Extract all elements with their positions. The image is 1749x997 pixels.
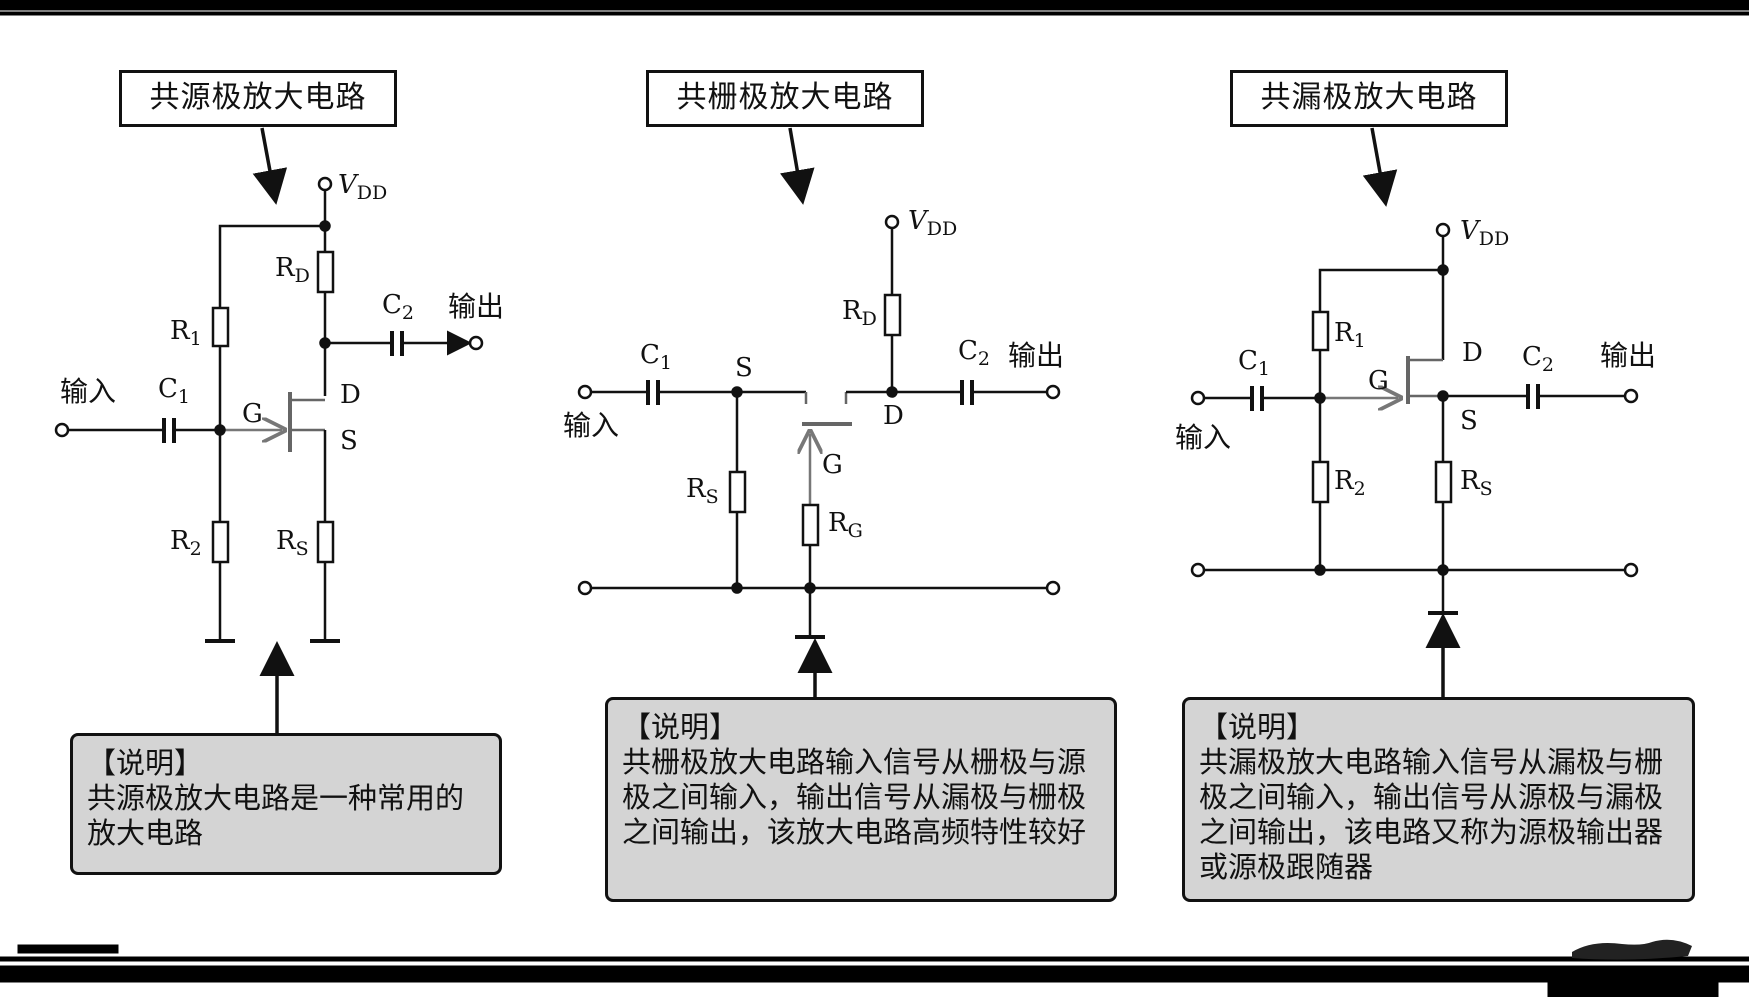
panel-2-g-label: G [822,450,843,480]
panel-2-note-header: 【说明】 [622,710,739,744]
panel-1-s-label: S [340,426,358,456]
panel-1-g-label: G [242,399,263,429]
panel-3-c1-label: C1 [1238,346,1270,380]
corner-mark [1572,939,1692,960]
panel-2-d-label: D [883,401,904,431]
panel-1-r2-label: R2 [170,526,202,560]
panel-3-rs-label: RS [1460,466,1493,500]
panel-3-g-label: G [1368,366,1389,396]
panel-1-note-header: 【说明】 [87,746,204,780]
panel-2-input-label: 输入 [563,409,620,442]
panel-3-c2-label: C2 [1522,342,1554,376]
panel-2-c2-label: C2 [958,336,990,370]
panel-1-vdd-label: VDD [338,170,388,204]
panel-1-c2-label: C2 [382,290,414,324]
panel-3-input-label: 输入 [1175,421,1232,454]
panel-3-d-label: D [1462,338,1483,368]
panel-1-circuit [54,127,484,733]
panel-3-vdd-label: VDD [1460,216,1510,250]
panel-1-r1-label: R1 [170,316,202,350]
panel-2-rs-label: RS [686,474,719,508]
panel-3-s-label: S [1460,406,1478,436]
panel-1-d-label: D [340,380,361,410]
panel-3-note: 【说明】 共漏极放大电路输入信号从漏极与栅极之间输入，输出信号从源极与漏极之间输… [1182,697,1695,902]
panel-3-note-body: 共漏极放大电路输入信号从漏极与栅极之间输入，输出信号从源极与漏极之间输出，该电路… [1199,745,1664,884]
panel-1-title: 共源极放大电路 [119,70,397,127]
panel-3-note-header: 【说明】 [1199,710,1316,744]
panel-1-note-body: 共源极放大电路是一种常用的放大电路 [87,781,465,850]
panel-1-note: 【说明】 共源极放大电路是一种常用的放大电路 [70,733,502,875]
panel-2-rd-label: RD [842,296,877,330]
panel-2-circuit [577,127,1061,697]
panel-1-output-label: 输出 [448,290,505,323]
panel-1-c1-label: C1 [158,374,190,408]
panel-2-c1-label: C1 [640,340,672,374]
panel-3-circuit [1190,127,1639,697]
panel-3-r1-label: R1 [1334,318,1366,352]
panel-3-output-label: 输出 [1600,339,1657,372]
panel-3-title: 共漏极放大电路 [1230,70,1508,127]
panel-2-vdd-label: VDD [908,206,958,240]
panel-2-title: 共栅极放大电路 [646,70,924,127]
panel-2-note: 【说明】 共栅极放大电路输入信号从栅极与源极之间输入，输出信号从漏极与栅极之间输… [605,697,1117,902]
panel-1-rd-label: RD [275,253,310,287]
panel-3-r2-label: R2 [1334,466,1366,500]
panel-2-output-label: 输出 [1008,339,1065,372]
panel-1-rs-label: RS [276,526,309,560]
panel-1-input-label: 输入 [60,375,117,408]
panel-2-note-body: 共栅极放大电路输入信号从栅极与源极之间输入，输出信号从漏极与栅极之间输出，该放大… [622,745,1087,849]
panel-2-s-label: S [735,353,753,383]
panel-2-rg-label: RG [828,508,863,542]
